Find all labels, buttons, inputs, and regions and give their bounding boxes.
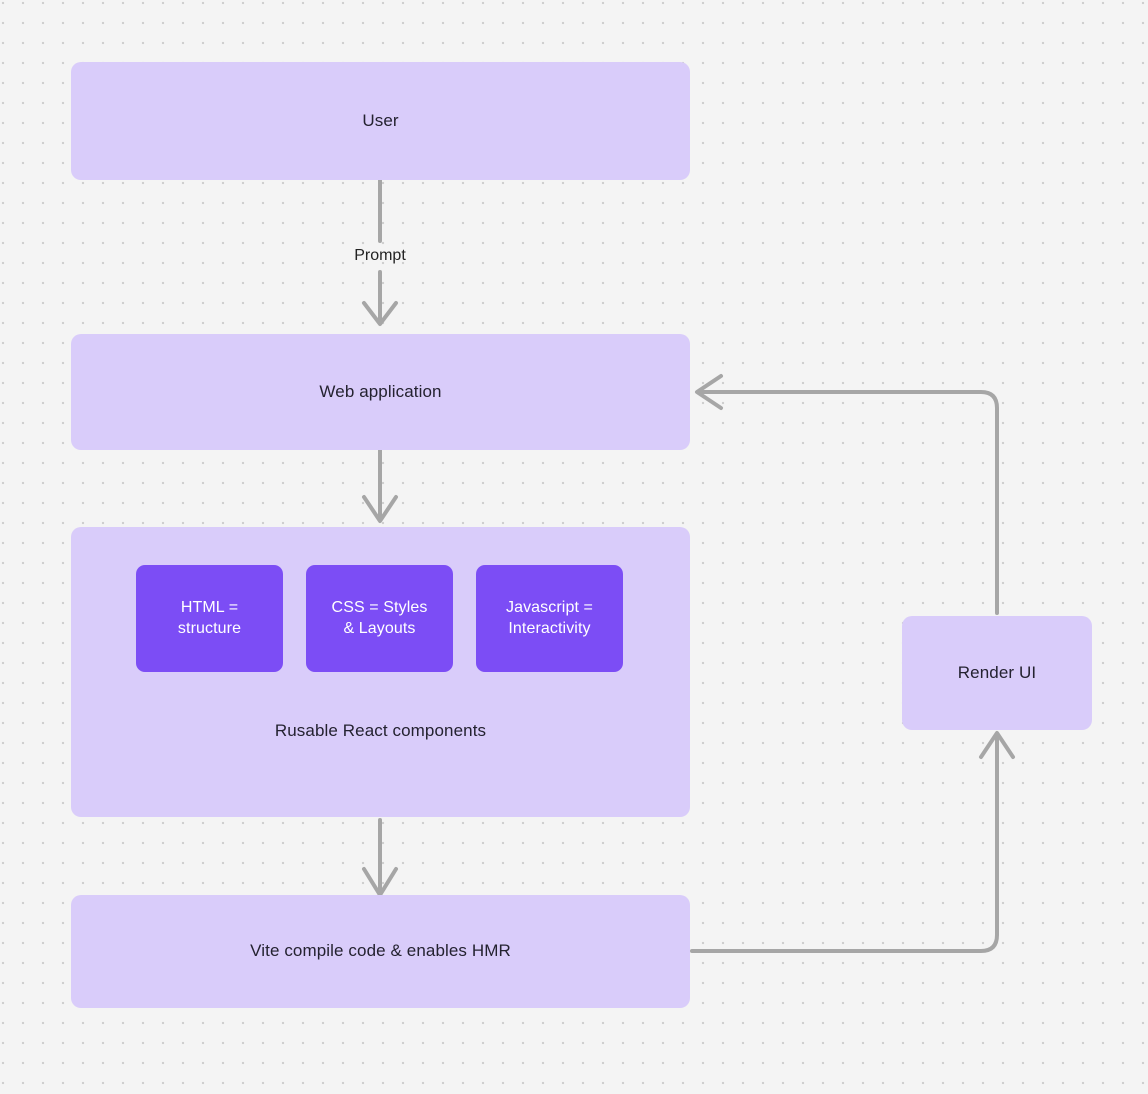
edge-label-prompt: Prompt [354,247,406,264]
edge-web-application-to-components [362,448,398,523]
node-css-label: CSS = Styles & Layouts [332,598,428,640]
node-user[interactable]: User [71,62,690,180]
node-html[interactable]: HTML = structure [136,565,283,672]
node-javascript[interactable]: Javascript = Interactivity [476,565,623,672]
edge-render-ui-to-web-application [695,374,999,615]
node-components-container-label: Rusable React components [274,721,487,740]
node-web-application-label: Web application [319,381,442,401]
node-vite-label: Vite compile code & enables HMR [250,941,511,961]
node-html-label: HTML = structure [178,598,241,640]
edge-components-to-vite [362,818,398,897]
node-css[interactable]: CSS = Styles & Layouts [306,565,453,672]
node-css-label-line2: & Layouts [343,619,416,637]
node-web-application[interactable]: Web application [71,334,690,450]
node-javascript-label-line2: Interactivity [508,619,591,637]
node-user-label: User [362,110,399,130]
node-components-container[interactable]: HTML = structure CSS = Styles & Layouts … [71,527,690,817]
node-javascript-label: Javascript = Interactivity [506,598,593,640]
edge-vite-to-render-ui [690,731,1015,953]
node-javascript-label-line1: Javascript = [505,598,593,616]
node-vite[interactable]: Vite compile code & enables HMR [71,895,690,1008]
node-render-ui[interactable]: Render UI [902,616,1092,730]
node-html-label-line1: HTML = [180,598,239,616]
node-css-label-line1: CSS = Styles [331,598,428,616]
node-render-ui-label: Render UI [957,662,1037,682]
node-html-label-line2: structure [177,619,242,637]
